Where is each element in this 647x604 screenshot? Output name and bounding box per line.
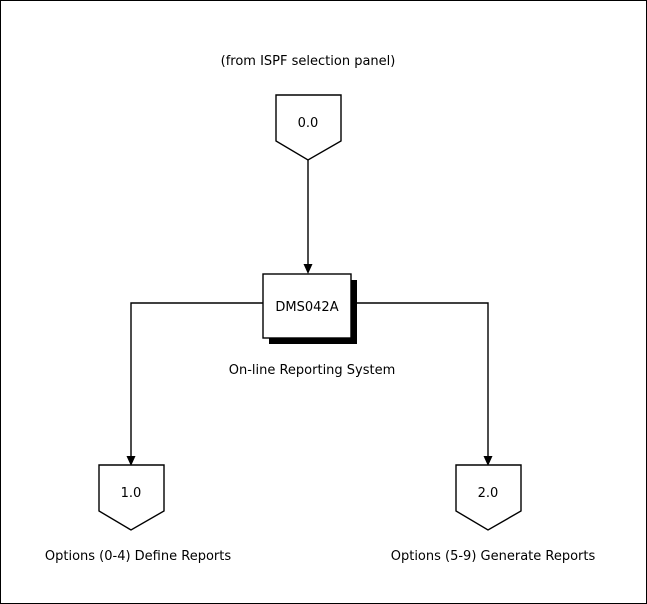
edge-process-to-right	[351, 302, 493, 466]
node-process[interactable]: DMS042A	[262, 273, 352, 339]
entry-pentagon-shape	[275, 94, 342, 161]
branch-right-label: 2.0	[478, 486, 499, 501]
process-box-shape	[262, 273, 352, 339]
node-entry[interactable]: 0.0	[275, 94, 342, 161]
node-branch-right[interactable]: 2.0	[455, 464, 522, 531]
edge-process-to-left	[126, 302, 263, 466]
entry-node-label: 0.0	[298, 116, 319, 131]
process-node-caption: On-line Reporting System	[229, 363, 396, 378]
edge-entry-to-process-arrowhead	[303, 264, 313, 274]
branch-right-pentagon-shape	[455, 464, 522, 531]
edge-process-to-right-line	[351, 302, 489, 460]
node-branch-left[interactable]: 1.0	[98, 464, 165, 531]
edge-process-to-left-line	[130, 302, 263, 460]
edge-process-to-left-arrowhead	[126, 456, 136, 466]
edge-process-to-right-arrowhead	[483, 456, 493, 466]
process-box-label: DMS042A	[275, 300, 338, 315]
branch-right-caption: Options (5-9) Generate Reports	[391, 549, 596, 564]
entry-node-caption: (from ISPF selection panel)	[221, 54, 396, 69]
branch-left-label: 1.0	[121, 486, 142, 501]
branch-left-pentagon-shape	[98, 464, 165, 531]
branch-left-caption: Options (0-4) Define Reports	[45, 549, 231, 564]
edge-entry-to-process	[303, 160, 313, 274]
